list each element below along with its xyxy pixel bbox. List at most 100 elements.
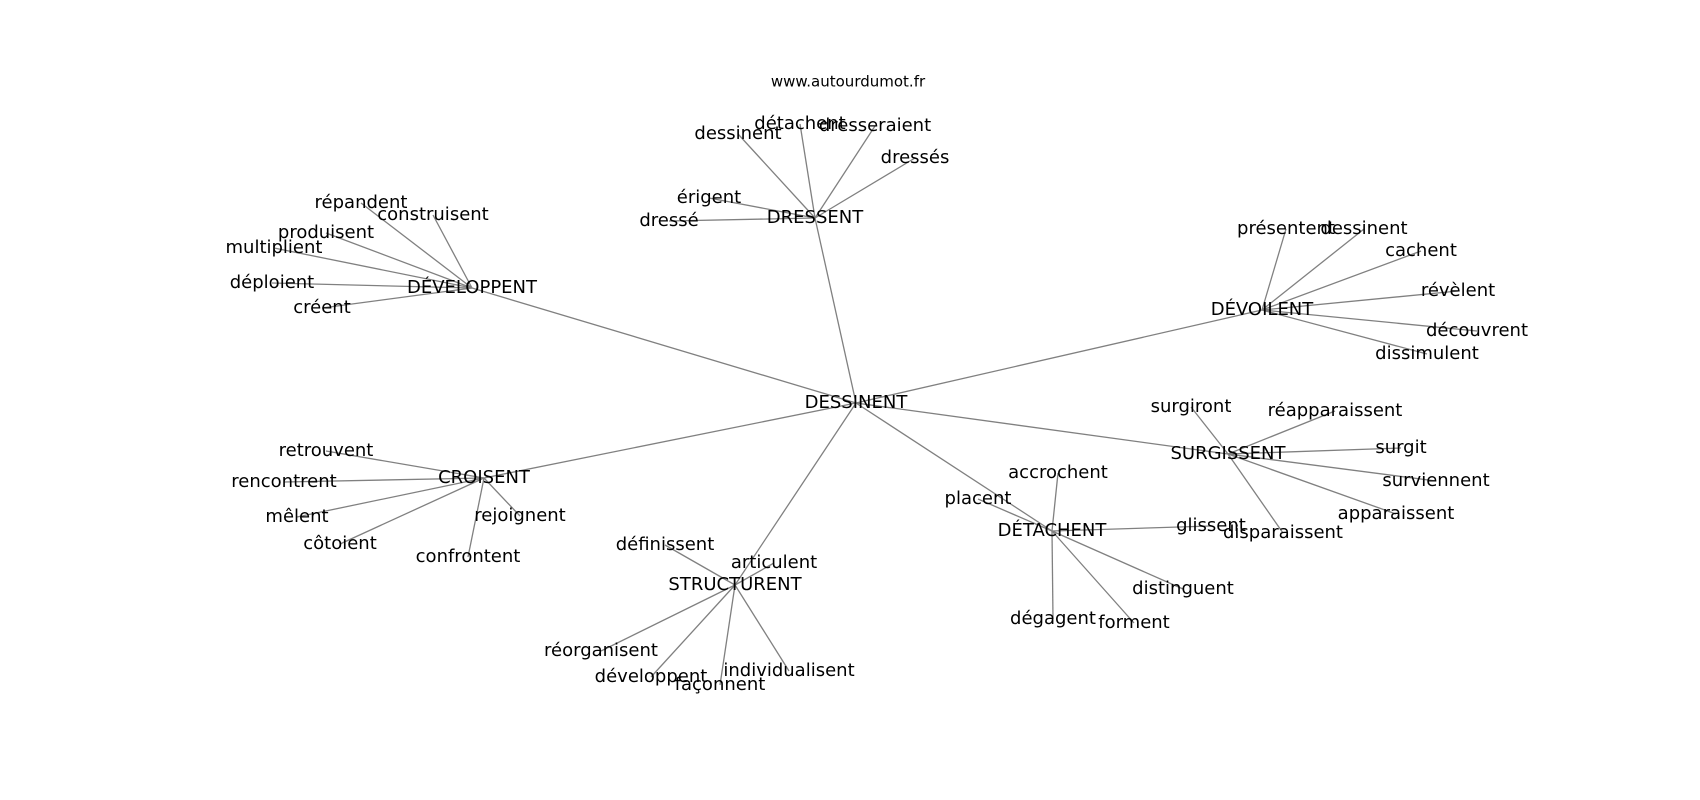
leaf-node-surgissent-3[interactable]: surviennent (1382, 470, 1489, 491)
leaf-node-structurent-5[interactable]: individualisent (723, 660, 854, 681)
leaf-node-developpent-2[interactable]: produisent (278, 222, 374, 243)
leaf-node-surgissent-0[interactable]: surgiront (1151, 396, 1232, 417)
leaf-node-dressent-3[interactable]: dressés (881, 147, 950, 168)
edge-surgissent-leaf-3 (1227, 453, 1437, 482)
leaf-node-detachent-3[interactable]: distinguent (1132, 578, 1234, 599)
edge-structurent-leaf-0 (664, 544, 736, 586)
graph-labels: www.autourdumot.fr DESSINENT dessinentdé… (226, 73, 1529, 696)
edge-developpent-leaf-4 (271, 282, 473, 289)
edge-detachent-leaf-5 (1051, 530, 1135, 624)
leaf-node-developpent-4[interactable]: déploient (230, 272, 314, 293)
edge-center-structurent (734, 402, 857, 586)
edge-center-dressent (814, 217, 857, 404)
edge-dressent-leaf-2 (814, 125, 876, 219)
source-watermark: www.autourdumot.fr (771, 73, 926, 91)
edge-detachent-leaf-0 (1051, 472, 1059, 532)
leaf-node-croisent-5[interactable]: confrontent (416, 546, 521, 567)
leaf-node-dressent-1[interactable]: détachent (754, 113, 845, 134)
hub-node-developpent[interactable]: DÉVELOPPENT (407, 276, 538, 298)
leaf-node-structurent-2[interactable]: réorganisent (544, 640, 658, 661)
leaf-node-dressent-5[interactable]: dressé (639, 210, 698, 231)
hub-node-structurent[interactable]: STRUCTURENT (668, 574, 802, 595)
edge-structurent-leaf-3 (650, 584, 736, 678)
leaf-node-detachent-5[interactable]: forment (1098, 612, 1170, 633)
leaf-node-croisent-3[interactable]: côtoient (303, 533, 377, 554)
leaf-node-dressent-0[interactable]: dessinent (694, 123, 781, 144)
leaf-node-dressent-4[interactable]: érigent (677, 187, 741, 208)
edge-surgissent-leaf-1 (1227, 410, 1336, 455)
leaf-node-devoilent-2[interactable]: cachent (1385, 240, 1457, 261)
hub-node-detachent[interactable]: DÉTACHENT (998, 519, 1108, 541)
leaf-node-structurent-1[interactable]: articulent (731, 552, 817, 573)
edge-devoilent-leaf-5 (1261, 309, 1428, 355)
leaf-node-structurent-3[interactable]: développent (595, 666, 708, 687)
edge-center-developpent (471, 287, 857, 404)
edge-croisent-leaf-1 (283, 477, 485, 483)
edge-croisent-leaf-3 (339, 477, 485, 545)
edge-developpent-leaf-0 (360, 202, 473, 289)
edge-devoilent-leaf-2 (1261, 250, 1422, 311)
edge-surgissent-leaf-5 (1227, 453, 1284, 534)
leaf-node-developpent-3[interactable]: multiplient (226, 237, 323, 258)
leaf-node-surgissent-1[interactable]: réapparaissent (1268, 400, 1403, 421)
leaf-node-croisent-4[interactable]: rejoignent (474, 505, 565, 526)
edge-center-croisent (483, 402, 857, 479)
edge-devoilent-leaf-3 (1261, 290, 1459, 311)
edge-structurent-leaf-1 (734, 562, 775, 586)
edge-structurent-leaf-2 (600, 584, 736, 652)
edge-croisent-leaf-5 (467, 477, 485, 558)
edge-structurent-leaf-4 (719, 584, 736, 686)
leaf-node-detachent-0[interactable]: accrochent (1008, 462, 1108, 483)
edge-center-surgissent (855, 402, 1229, 455)
leaf-node-detachent-1[interactable]: placent (945, 488, 1012, 509)
edge-devoilent-leaf-0 (1261, 228, 1287, 311)
leaf-node-structurent-0[interactable]: définissent (616, 534, 715, 555)
leaf-node-devoilent-3[interactable]: révèlent (1421, 280, 1495, 301)
hub-node-surgissent[interactable]: SURGISSENT (1170, 443, 1286, 464)
edge-devoilent-leaf-4 (1261, 309, 1478, 332)
edge-croisent-leaf-0 (325, 450, 485, 479)
leaf-node-developpent-1[interactable]: construisent (377, 204, 488, 225)
leaf-node-croisent-1[interactable]: rencontrent (231, 471, 336, 492)
edge-dressent-leaf-5 (668, 217, 816, 222)
center-node[interactable]: DESSINENT (805, 392, 909, 413)
edge-developpent-leaf-2 (325, 232, 473, 289)
edge-croisent-leaf-4 (483, 477, 521, 517)
leaf-node-surgissent-5[interactable]: disparaissent (1223, 522, 1343, 543)
leaf-node-developpent-0[interactable]: répandent (315, 192, 408, 213)
edge-dressent-leaf-1 (799, 123, 816, 219)
edge-center-detachent (855, 402, 1053, 532)
leaf-node-devoilent-4[interactable]: découvrent (1426, 320, 1528, 341)
leaf-node-detachent-2[interactable]: glissent (1176, 515, 1246, 536)
edge-center-devoilent (855, 309, 1263, 404)
leaf-node-dressent-2[interactable]: dresseraient (819, 115, 931, 136)
edge-detachent-leaf-2 (1051, 525, 1212, 532)
edge-developpent-leaf-5 (321, 287, 473, 309)
leaf-node-devoilent-1[interactable]: dessinent (1320, 218, 1407, 239)
edge-developpent-leaf-1 (432, 214, 473, 289)
leaf-node-structurent-4[interactable]: façonnent (675, 674, 766, 695)
edge-croisent-leaf-2 (296, 477, 485, 518)
leaf-node-devoilent-5[interactable]: dissimulent (1375, 343, 1479, 364)
edge-developpent-leaf-3 (273, 247, 473, 289)
leaf-node-croisent-0[interactable]: retrouvent (279, 440, 374, 461)
hub-node-dressent[interactable]: DRESSENT (767, 207, 864, 228)
edge-surgissent-leaf-4 (1227, 453, 1397, 515)
leaf-node-surgissent-2[interactable]: surgit (1375, 437, 1426, 458)
hub-node-croisent[interactable]: CROISENT (438, 467, 531, 488)
leaf-node-devoilent-0[interactable]: présentent (1237, 218, 1335, 239)
graph-edges (271, 123, 1478, 686)
leaf-node-croisent-2[interactable]: mêlent (265, 506, 328, 527)
edge-surgissent-leaf-0 (1190, 406, 1229, 455)
edge-dressent-leaf-3 (814, 157, 916, 219)
edge-detachent-leaf-3 (1051, 530, 1184, 590)
edge-devoilent-leaf-1 (1261, 228, 1365, 311)
leaf-node-detachent-4[interactable]: dégagent (1010, 608, 1096, 629)
edge-surgissent-leaf-2 (1227, 447, 1402, 455)
leaf-node-surgissent-4[interactable]: apparaissent (1338, 503, 1455, 524)
edge-detachent-leaf-1 (977, 498, 1053, 532)
leaf-node-developpent-5[interactable]: créent (293, 297, 351, 318)
edge-detachent-leaf-4 (1051, 530, 1054, 620)
hub-node-devoilent[interactable]: DÉVOILENT (1211, 298, 1315, 320)
